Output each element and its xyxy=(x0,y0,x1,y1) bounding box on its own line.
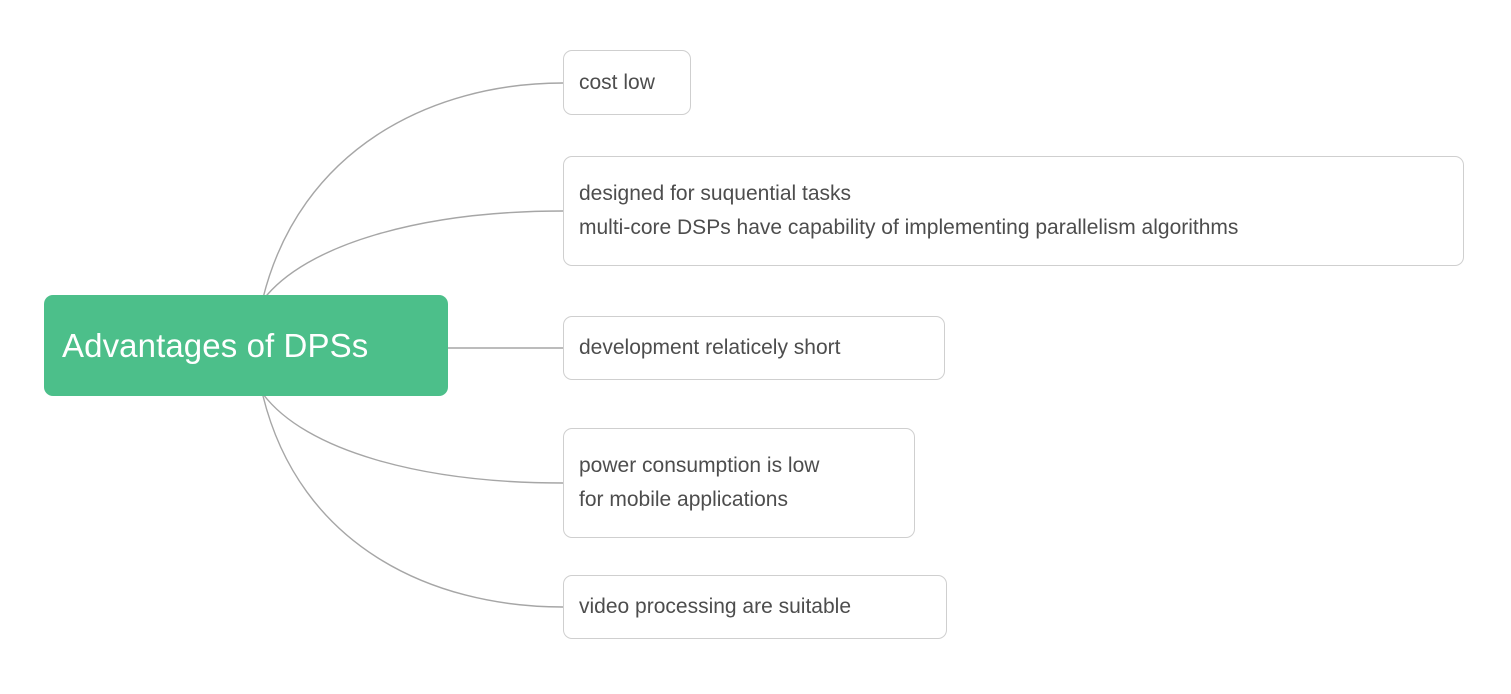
root-node-label: Advantages of DPSs xyxy=(62,326,369,364)
branch-line: power consumption is low xyxy=(579,454,820,477)
branch-node-text: power consumption is low for mobile appl… xyxy=(579,449,819,517)
branch-node-text: video processing are suitable xyxy=(579,590,851,624)
branch-line: video processing are suitable xyxy=(579,595,851,618)
branch-node-text: cost low xyxy=(579,66,655,100)
branch-line: multi-core DSPs have capability of imple… xyxy=(579,216,1239,239)
branch-line: for mobile applications xyxy=(579,488,788,511)
branch-node-cost-low[interactable]: cost low xyxy=(563,50,691,115)
connector-to-designed-for-sequential-tasks xyxy=(262,210,564,301)
branch-node-text: designed for suquential tasks multi-core… xyxy=(579,177,1238,245)
branch-node-designed-for-sequential-tasks[interactable]: designed for suquential tasks multi-core… xyxy=(563,156,1464,266)
branch-line: cost low xyxy=(579,70,655,94)
connector-to-video-processing xyxy=(262,395,564,608)
branch-node-video-processing[interactable]: video processing are suitable xyxy=(563,575,947,639)
branch-node-text: development relaticely short xyxy=(579,331,840,365)
connector-to-power-consumption xyxy=(262,393,564,484)
branch-line: development relaticely short xyxy=(579,336,841,359)
branch-node-power-consumption[interactable]: power consumption is low for mobile appl… xyxy=(563,428,915,538)
branch-line: designed for suquential tasks xyxy=(579,182,852,205)
branch-node-development-short[interactable]: development relaticely short xyxy=(563,316,945,380)
connector-to-cost-low xyxy=(262,82,564,299)
root-node[interactable]: Advantages of DPSs xyxy=(44,295,448,396)
